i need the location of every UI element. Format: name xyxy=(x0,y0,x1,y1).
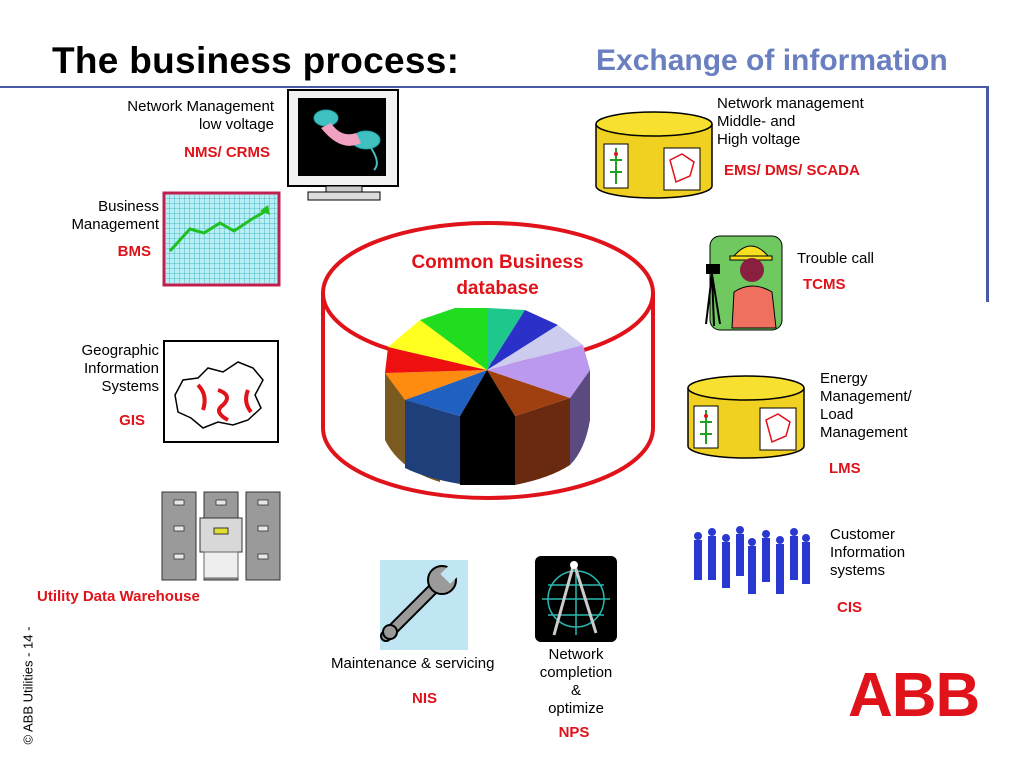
nis-label: Maintenance & servicing xyxy=(331,655,495,672)
bms-label: Business Management xyxy=(71,198,159,233)
ems-label: Network management Middle- and High volt… xyxy=(717,95,864,148)
map-icon xyxy=(163,340,279,443)
nps-code: NPS xyxy=(558,724,590,741)
worker-icon xyxy=(705,235,783,331)
nms-code: NMS/ CRMS xyxy=(184,144,270,161)
tcms-label: Trouble call xyxy=(797,250,874,267)
page-title: The business process: xyxy=(52,40,460,81)
gis-code: GIS xyxy=(119,412,145,429)
growth-chart-icon xyxy=(162,191,281,287)
compass-drafting-icon xyxy=(535,556,617,642)
udw-code: Utility Data Warehouse xyxy=(37,588,200,605)
lms-label: Energy Management/ Load Management xyxy=(820,370,912,441)
bms-code: BMS xyxy=(117,243,151,260)
header-rule xyxy=(0,86,988,88)
lms-code: LMS xyxy=(829,460,861,477)
footer-copyright: © ABB Utilities - 14 - xyxy=(20,626,36,745)
people-crowd-icon xyxy=(694,526,810,594)
database-drum-icon xyxy=(595,111,713,199)
monitor-phone-icon xyxy=(287,89,399,201)
right-rule xyxy=(986,86,989,302)
abb-logo: ABB xyxy=(848,661,980,730)
cis-code: CIS xyxy=(837,599,863,616)
page-subtitle: Exchange of information xyxy=(596,44,948,77)
nms-label: Network Management low voltage xyxy=(127,98,274,133)
wrench-icon xyxy=(380,560,468,650)
database-drum-icon xyxy=(687,375,805,459)
ems-code: EMS/ DMS/ SCADA xyxy=(724,162,860,179)
gis-label: Geographic Information Systems xyxy=(81,342,159,395)
nps-label: Network completion & optimize xyxy=(539,646,613,717)
tcms-code: TCMS xyxy=(803,276,846,293)
cis-label: Customer Information systems xyxy=(830,526,906,579)
nis-code: NIS xyxy=(412,690,438,707)
database-label: Common Business database xyxy=(411,252,584,299)
pie-chart-icon xyxy=(385,308,590,485)
file-cabinet-icon xyxy=(161,491,281,581)
